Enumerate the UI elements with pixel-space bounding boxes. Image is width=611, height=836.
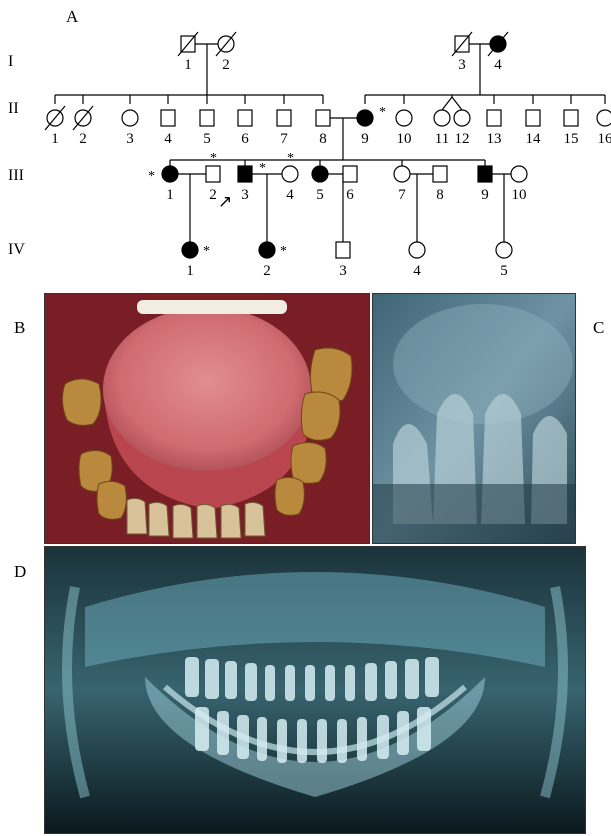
individual-iv-2 — [259, 242, 275, 258]
periapical-radiograph — [372, 293, 576, 544]
individual-number: 5 — [203, 131, 211, 147]
panel-label-a: A — [66, 7, 79, 26]
individual-number: 3 — [458, 57, 466, 73]
individual-number: 7 — [280, 131, 288, 147]
generation-label-i: I — [8, 53, 13, 70]
individual-number: 4 — [164, 131, 172, 147]
individual-number: 4 — [286, 187, 294, 203]
individual-number: 8 — [319, 131, 327, 147]
individual-ii-15 — [564, 110, 578, 126]
panoramic-radiograph — [44, 546, 586, 834]
individual-number: 5 — [316, 187, 324, 203]
panel-label-c: C — [593, 318, 604, 338]
individual-number: 10 — [512, 187, 527, 203]
individual-ii-12 — [454, 110, 470, 126]
sampled-asterisk: * — [148, 169, 155, 184]
individual-number: 2 — [222, 57, 230, 73]
individual-number: 1 — [186, 263, 194, 279]
individual-number: 3 — [126, 131, 134, 147]
individual-iv-5 — [496, 242, 512, 258]
individual-ii-5 — [200, 110, 214, 126]
individual-number: 2 — [209, 187, 217, 203]
individual-iv-4 — [409, 242, 425, 258]
individual-iii-5 — [312, 166, 328, 182]
individual-ii-13 — [487, 110, 501, 126]
individual-number: 1 — [166, 187, 174, 203]
pedigree-chart: A I II III IV — [0, 0, 611, 290]
individual-ii-6 — [238, 110, 252, 126]
individual-iv-3 — [336, 242, 350, 258]
sampled-asterisk: * — [203, 244, 210, 259]
individual-ii-9 — [357, 110, 373, 126]
generation-label-iv: IV — [8, 241, 25, 258]
individual-iii-3 — [238, 166, 252, 182]
individual-iii-9 — [478, 166, 492, 182]
sampled-asterisk: * — [287, 151, 294, 166]
panel-label-d: D — [14, 562, 26, 582]
pedigree-lines — [55, 44, 605, 243]
sampled-asterisk: * — [280, 244, 287, 259]
individual-number: 3 — [241, 187, 249, 203]
sampled-asterisk: * — [379, 105, 386, 120]
individual-ii-10 — [396, 110, 412, 126]
individual-ii-14 — [526, 110, 540, 126]
individual-number: 6 — [241, 131, 249, 147]
individual-number: 5 — [500, 263, 508, 279]
individual-number: 14 — [526, 131, 542, 147]
individual-iii-1 — [162, 166, 178, 182]
generation-label-iii: III — [8, 167, 24, 184]
individual-ii-8 — [316, 110, 330, 126]
individual-number: 13 — [487, 131, 502, 147]
individual-number: 10 — [397, 131, 412, 147]
individual-number: 4 — [494, 57, 502, 73]
sampled-asterisk: * — [210, 151, 217, 166]
individual-iv-1 — [182, 242, 198, 258]
individual-number: 4 — [413, 263, 421, 279]
generation-label-ii: II — [8, 100, 19, 117]
individual-number: 1 — [184, 57, 192, 73]
individual-ii-4 — [161, 110, 175, 126]
individual-iii-8 — [433, 166, 447, 182]
individual-iii-7 — [394, 166, 410, 182]
individual-number: 9 — [361, 131, 369, 147]
sampled-asterisk: * — [259, 161, 266, 176]
individual-ii-7 — [277, 110, 291, 126]
individual-ii-16 — [597, 110, 611, 126]
panel-label-b: B — [14, 318, 25, 338]
individual-number: 11 — [435, 131, 449, 147]
individual-number: 16 — [598, 131, 611, 147]
individual-iii-2 — [206, 166, 220, 182]
individual-number: 1 — [51, 131, 59, 147]
intraoral-photo — [44, 293, 370, 544]
individual-number: 2 — [79, 131, 87, 147]
individual-iii-6 — [343, 166, 357, 182]
individual-number: 9 — [481, 187, 489, 203]
individual-iii-4 — [282, 166, 298, 182]
individual-number: 8 — [436, 187, 444, 203]
individual-number: 3 — [339, 263, 347, 279]
individual-ii-11 — [434, 110, 450, 126]
individual-number: 7 — [398, 187, 406, 203]
individual-number: 15 — [564, 131, 579, 147]
individual-number: 12 — [455, 131, 470, 147]
individual-ii-3 — [122, 110, 138, 126]
proband-arrow-icon: ↗ — [218, 192, 232, 212]
individual-number: 2 — [263, 263, 271, 279]
individual-number: 6 — [346, 187, 354, 203]
individual-iii-10 — [511, 166, 527, 182]
